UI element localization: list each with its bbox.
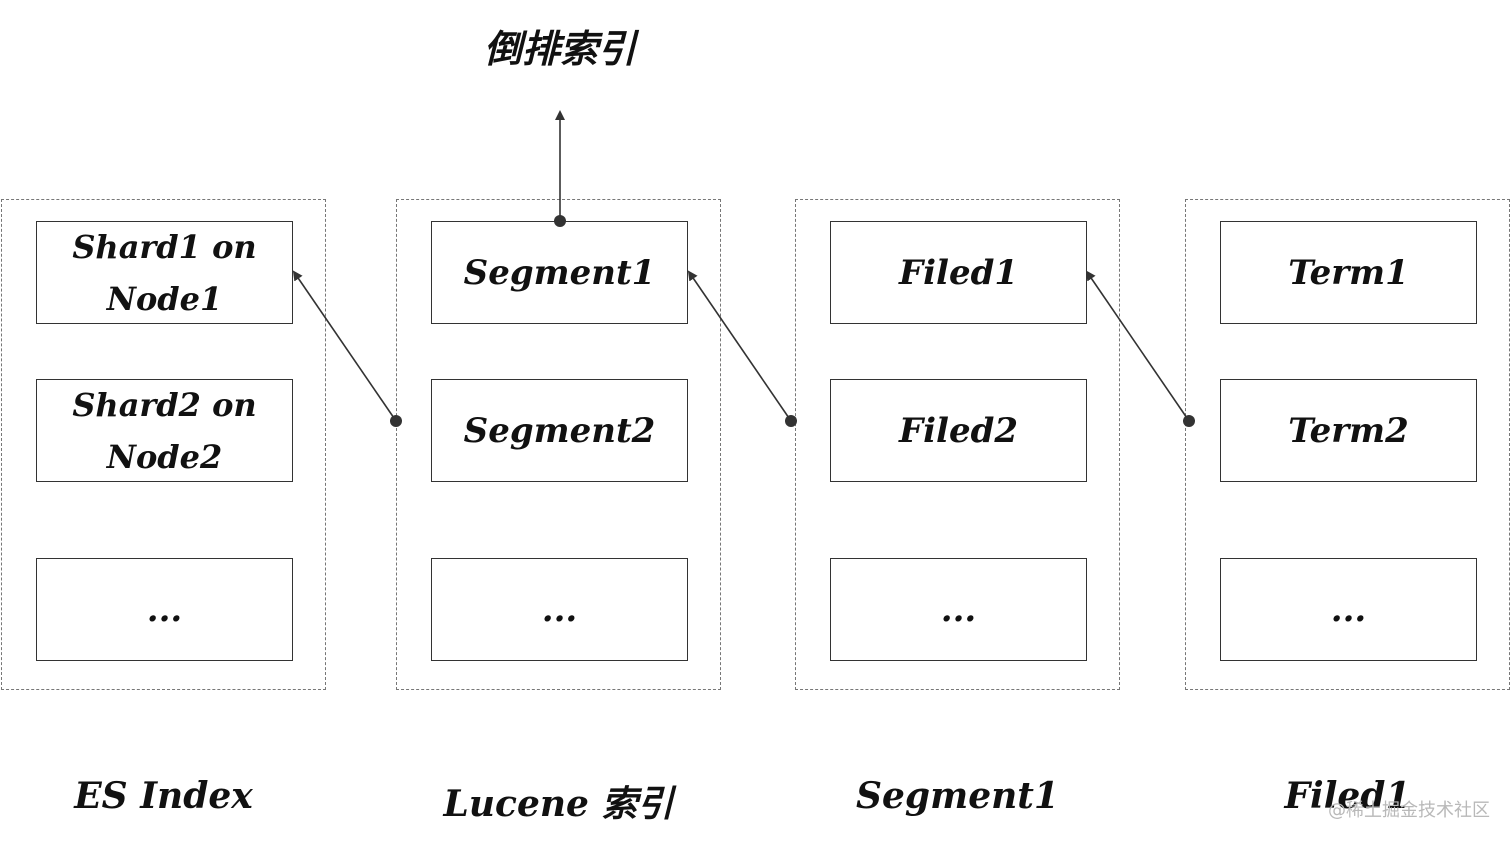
- term2-box: Term2: [1220, 379, 1477, 482]
- es-index-caption: ES Index: [74, 775, 253, 817]
- field-caption: Filed1: [1284, 775, 1411, 817]
- filed1-box: Filed1: [830, 221, 1087, 324]
- segment-group: Filed1 Filed2 ...: [795, 199, 1120, 690]
- shard1-box: Shard1 on Node1: [36, 221, 293, 324]
- lucene-index-group: Segment1 Segment2 ...: [396, 199, 721, 690]
- shard2-box: Shard2 on Node2: [36, 379, 293, 482]
- watermark: @稀土掘金技术社区: [1328, 800, 1490, 821]
- lucene-index-caption: Lucene 索引: [443, 783, 674, 825]
- field-group: Term1 Term2 ...: [1185, 199, 1510, 690]
- field-more-box: ...: [1220, 558, 1477, 661]
- segment2-box: Segment2: [431, 379, 688, 482]
- lucene-more-box: ...: [431, 558, 688, 661]
- segment1-box: Segment1: [431, 221, 688, 324]
- filed2-box: Filed2: [830, 379, 1087, 482]
- segment-caption: Segment1: [856, 775, 1059, 817]
- es-index-more-box: ...: [36, 558, 293, 661]
- term1-box: Term1: [1220, 221, 1477, 324]
- inverted-index-label: 倒排索引: [483, 26, 636, 71]
- segment-more-box: ...: [830, 558, 1087, 661]
- es-index-group: Shard1 on Node1 Shard2 on Node2 ...: [1, 199, 326, 690]
